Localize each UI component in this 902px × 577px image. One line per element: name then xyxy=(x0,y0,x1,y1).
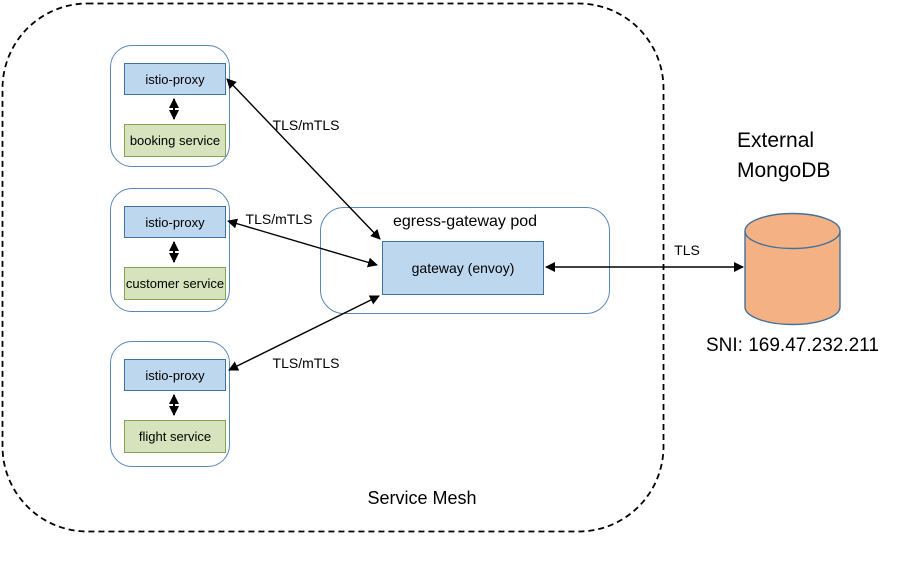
booking-istio-proxy-label: istio-proxy xyxy=(145,71,205,87)
flight-service-label: flight service xyxy=(138,429,212,444)
mongodb-cylinder-top xyxy=(744,212,841,250)
egress-gateway-pod: egress-gateway pod gateway (envoy) xyxy=(320,207,610,314)
external-mongodb-title-line2: MongoDB xyxy=(737,159,831,182)
customer-istio-proxy-label: istio-proxy xyxy=(145,214,205,230)
sni-label: SNI: 169.47.232.211 xyxy=(706,335,879,356)
egress-gateway-pod-title: egress-gateway pod xyxy=(392,213,538,230)
mongodb-cylinder-icon xyxy=(744,212,841,326)
service-mesh-label: Service Mesh xyxy=(367,488,477,508)
gateway-envoy-box: gateway (envoy) xyxy=(382,241,544,295)
booking-service-box: booking service xyxy=(124,124,226,157)
customer-service-box: customer service xyxy=(124,267,226,300)
gateway-db-edge-label: TLS xyxy=(674,242,700,258)
flight-service-box: flight service xyxy=(124,420,226,453)
booking-service-label: booking service xyxy=(129,133,221,148)
external-mongodb-title-line1: External xyxy=(737,129,815,152)
booking-pod: istio-proxy booking service xyxy=(110,45,230,167)
flight-gateway-edge-label: TLS/mTLS xyxy=(272,355,340,371)
flight-istio-proxy-box: istio-proxy xyxy=(124,359,226,391)
customer-gateway-edge-label: TLS/mTLS xyxy=(245,211,313,227)
mongodb-cylinder-body xyxy=(744,231,841,326)
customer-istio-proxy-box: istio-proxy xyxy=(124,206,226,238)
gateway-envoy-label: gateway (envoy) xyxy=(411,260,515,276)
external-mongodb-title: External MongoDB xyxy=(737,126,830,186)
customer-service-label: customer service xyxy=(125,276,225,291)
flight-istio-proxy-label: istio-proxy xyxy=(145,367,205,383)
flight-pod: istio-proxy flight service xyxy=(110,341,230,467)
customer-pod: istio-proxy customer service xyxy=(110,188,230,312)
booking-istio-proxy-box: istio-proxy xyxy=(124,63,226,95)
booking-gateway-edge-label: TLS/mTLS xyxy=(272,117,340,133)
